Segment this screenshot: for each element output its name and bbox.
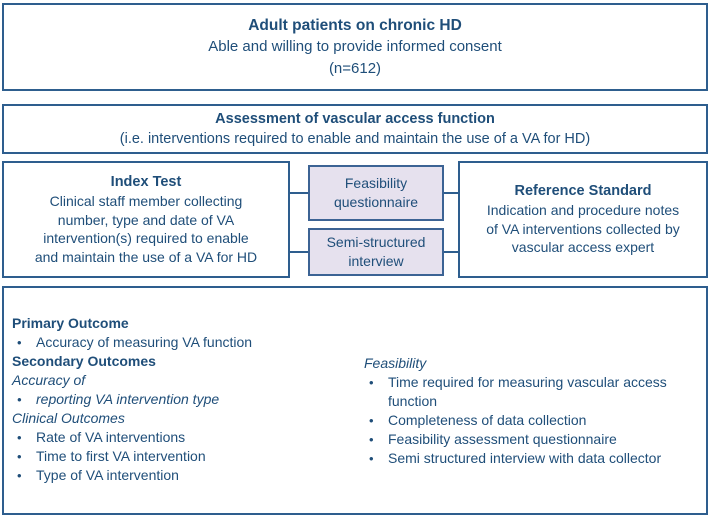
primary-outcome-heading: Primary Outcome [12, 315, 129, 331]
population-line-2: Able and willing to provide informed con… [208, 37, 502, 55]
reference-standard-title: Reference Standard [514, 183, 652, 200]
population-box: Adult patients on chronic HD Able and wi… [2, 3, 708, 91]
outcomes-left-column: Primary Outcome Accuracy of measuring VA… [12, 314, 352, 485]
reference-standard-line-3: of VA interventions collected by [486, 220, 680, 237]
feasibility-questionnaire-line-1: Feasibility [344, 175, 408, 191]
population-line-3: (n=612) [328, 59, 382, 77]
list-item: Time required for measuring vascular acc… [364, 373, 694, 411]
assessment-line-2: (i.e. interventions required to enable a… [119, 130, 591, 147]
semi-structured-interview-line-2: interview [348, 253, 404, 269]
index-test-line-2: Clinical staff member collecting [49, 193, 243, 209]
feasibility-questionnaire-box: Feasibility questionnaire [308, 165, 444, 221]
clinical-outcomes-list: Rate of VA interventions Time to first V… [12, 428, 352, 485]
index-test-line-3: number, type and date of VA [57, 211, 235, 228]
semi-structured-interview-box: Semi-structured interview [308, 228, 444, 276]
secondary-outcomes-heading: Secondary Outcomes [12, 353, 156, 369]
feasibility-questionnaire-line-2: questionnaire [333, 194, 419, 210]
reference-standard-box: Reference Standard Indication and proced… [458, 161, 708, 278]
list-item: Time to first VA intervention [12, 447, 352, 466]
primary-outcome-list: Accuracy of measuring VA function [12, 333, 352, 352]
index-test-line-4: intervention(s) required to enable [43, 230, 249, 246]
connector-index-to-interview [290, 251, 308, 253]
accuracy-of-heading: Accuracy of [12, 372, 86, 388]
assessment-title: Assessment of vascular access function [215, 110, 495, 127]
connector-index-to-questionnaire [290, 192, 308, 194]
assessment-box: Assessment of vascular access function (… [2, 104, 708, 154]
list-item: Feasibility assessment questionnaire [364, 430, 694, 449]
list-item: Semi structured interview with data coll… [364, 449, 694, 468]
outcomes-box: Primary Outcome Accuracy of measuring VA… [2, 286, 708, 515]
index-test-title: Index Test [110, 174, 182, 190]
connector-interview-to-reference [444, 251, 458, 253]
reference-standard-line-2: Indication and procedure notes [486, 202, 680, 219]
index-test-line-5: and maintain the use of a VA for HD [34, 248, 258, 265]
population-title: Adult patients on chronic HD [248, 16, 462, 34]
connector-questionnaire-to-reference [444, 192, 458, 194]
feasibility-heading: Feasibility [364, 355, 427, 371]
accuracy-list: reporting VA intervention type [12, 390, 352, 409]
list-item: Type of VA intervention [12, 466, 352, 485]
index-test-box: Index Test Clinical staff member collect… [2, 161, 290, 278]
reference-standard-line-4: vascular access expert [511, 239, 655, 256]
list-item: Completeness of data collection [364, 411, 694, 430]
list-item: Accuracy of measuring VA function [12, 333, 352, 352]
clinical-outcomes-heading: Clinical Outcomes [12, 410, 125, 426]
list-item: Rate of VA interventions [12, 428, 352, 447]
list-item: reporting VA intervention type [12, 390, 352, 409]
feasibility-list: Time required for measuring vascular acc… [364, 373, 694, 468]
semi-structured-interview-line-1: Semi-structured [326, 234, 426, 250]
outcomes-right-column: Feasibility Time required for measuring … [364, 354, 694, 468]
